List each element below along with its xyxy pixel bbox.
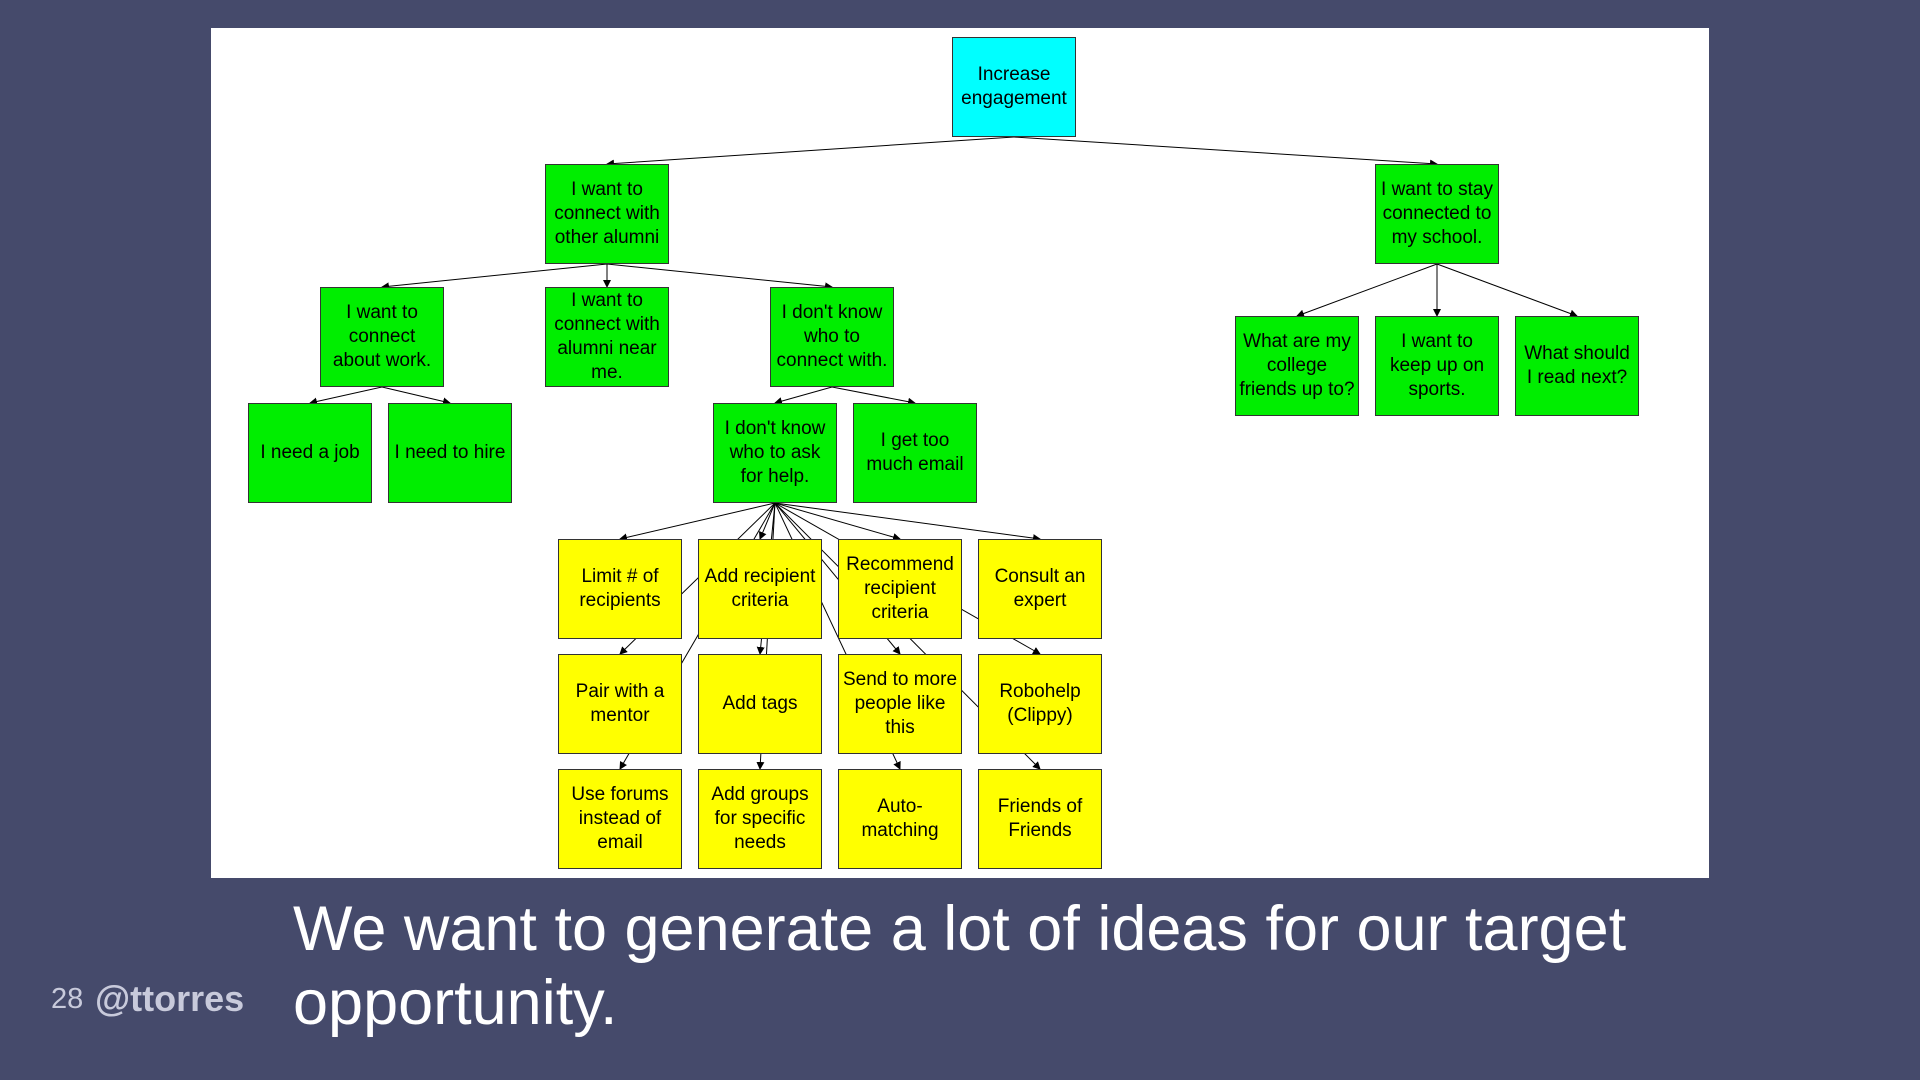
opportunity-node-near: I want to connect with alumni near me. <box>545 287 669 387</box>
opportunity-node-ask-help: I don't know who to ask for help. <box>713 403 837 503</box>
idea-node-consult: Consult an expert <box>978 539 1102 639</box>
opportunity-node-sports: I want to keep up on sports. <box>1375 316 1499 416</box>
connector-root-school <box>1013 136 1438 168</box>
connector-askhelp-consult <box>774 502 1041 543</box>
opportunity-node-job: I need a job <box>248 403 372 503</box>
idea-node-recommend: Recommend recipient criteria <box>838 539 962 639</box>
connector-dontknow-email <box>831 386 916 406</box>
slide-number: 28 <box>51 983 84 1015</box>
idea-node-tags: Add tags <box>698 654 822 754</box>
diagram-canvas: Increase engagement I want to connect wi… <box>211 28 1709 878</box>
connector-askhelp-recommend <box>774 502 901 541</box>
idea-node-robohelp: Robohelp (Clippy) <box>978 654 1102 754</box>
author-handle: @ttorres <box>95 978 245 1019</box>
opportunity-node-friends: What are my college friends up to? <box>1235 316 1359 416</box>
connector-school-read <box>1436 263 1578 318</box>
connector-askhelp-addcrit <box>759 502 776 540</box>
slide-caption: We want to generate a lot of ideas for o… <box>293 894 1627 1038</box>
connector-root-alumni <box>606 136 1015 168</box>
connector-askhelp-limit <box>619 502 776 542</box>
connector-alumni-work <box>381 263 608 291</box>
connector-alumni-dontknow <box>606 263 833 291</box>
opportunity-node-school: I want to stay connected to my school. <box>1375 164 1499 264</box>
idea-node-forums: Use forums instead of email <box>558 769 682 869</box>
opportunity-node-dont-know: I don't know who to connect with. <box>770 287 894 387</box>
connector-work-hire <box>381 386 451 406</box>
idea-node-groups: Add groups for specific needs <box>698 769 822 869</box>
connector-dontknow-askhelp <box>774 386 833 405</box>
idea-node-friends-of-friends: Friends of Friends <box>978 769 1102 869</box>
opportunity-node-email: I get too much email <box>853 403 977 503</box>
connector-school-friends <box>1296 263 1438 318</box>
idea-node-send-more: Send to more people like this <box>838 654 962 754</box>
root-node: Increase engagement <box>952 37 1076 137</box>
opportunity-node-hire: I need to hire <box>388 403 512 503</box>
idea-node-auto-matching: Auto-matching <box>838 769 962 869</box>
idea-node-limit: Limit # of recipients <box>558 539 682 639</box>
opportunity-node-work: I want to connect about work. <box>320 287 444 387</box>
opportunity-node-read: What should I read next? <box>1515 316 1639 416</box>
connector-work-job <box>309 386 383 406</box>
idea-node-mentor: Pair with a mentor <box>558 654 682 754</box>
opportunity-node-alumni: I want to connect with other alumni <box>545 164 669 264</box>
idea-node-add-criteria: Add recipient criteria <box>698 539 822 639</box>
